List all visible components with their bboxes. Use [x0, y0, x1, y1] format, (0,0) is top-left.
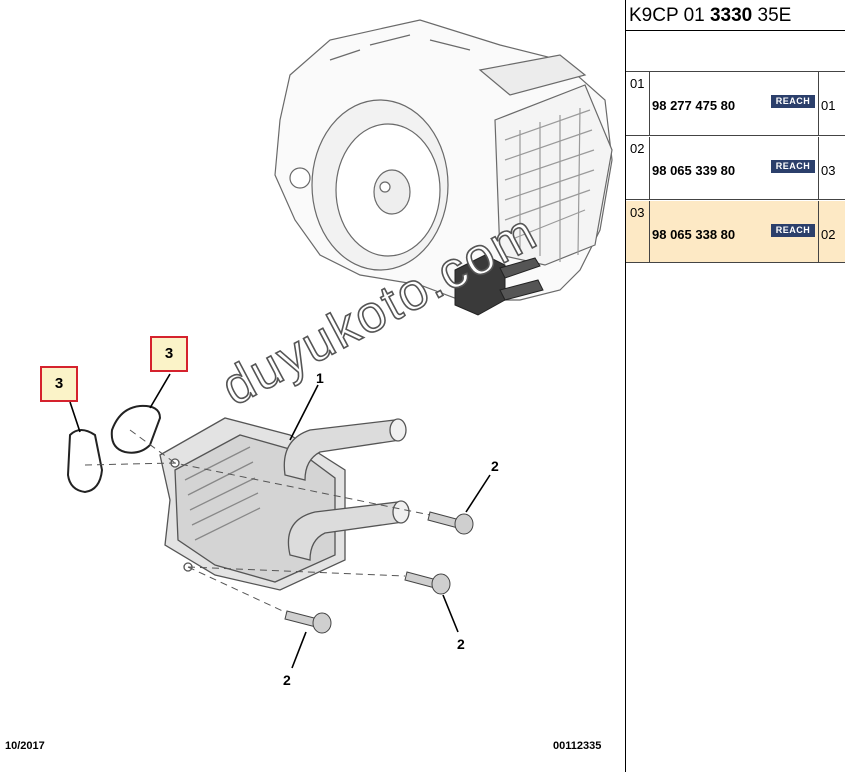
part-row[interactable]: 02 98 065 339 80 REACH 03 [626, 137, 845, 200]
leader-lines [69, 373, 491, 669]
row-divider [649, 72, 650, 135]
row-divider [818, 72, 819, 135]
reference-suffix: 35E [752, 5, 792, 26]
footer-date: 10/2017 [5, 740, 45, 752]
row-divider [818, 137, 819, 199]
part-quantity: 03 [821, 163, 836, 178]
diagram-drawing [66, 19, 613, 669]
o-ring-left [66, 429, 104, 494]
blank-row [626, 31, 845, 72]
callout-2-bottom: 2 [283, 672, 291, 688]
part-number[interactable]: 98 065 338 80 [652, 227, 736, 242]
part-row-selected[interactable]: 03 98 065 338 80 REACH 02 [626, 201, 845, 263]
o-ring-right [110, 404, 162, 454]
part-quantity: 01 [821, 98, 836, 113]
gearbox-illustration [274, 19, 613, 301]
oil-cooler-illustration [159, 417, 410, 591]
bolt-top [427, 511, 474, 535]
mounted-cooler-detail [454, 254, 544, 316]
part-quantity: 02 [821, 227, 836, 242]
part-row[interactable]: 01 98 277 475 80 REACH 01 [626, 72, 845, 136]
o-ring-seals [66, 404, 162, 494]
part-index: 01 [630, 76, 645, 91]
part-index: 03 [630, 205, 645, 220]
row-divider [649, 137, 650, 199]
panel-divider [625, 0, 626, 772]
part-number[interactable]: 98 065 339 80 [652, 163, 736, 178]
reach-badge: REACH [771, 95, 815, 108]
callout-2-middle: 2 [457, 636, 465, 652]
reach-badge: REACH [771, 224, 815, 237]
reference-prefix: K9CP 01 [629, 5, 710, 26]
bolt-bottom [284, 610, 332, 634]
reference-group: 3330 [709, 5, 753, 26]
parts-panel: K9CP 01 3330 35E 01 98 277 475 80 REACH … [626, 0, 845, 772]
exploded-diagram: 3 3 1 2 2 2 duyukoto.com 10/2017 0011233… [5, 19, 613, 752]
callout-1: 1 [316, 370, 324, 386]
callout-3-right: 3 [150, 336, 188, 372]
footer-code: 00112335 [553, 740, 602, 752]
alignment-lines [84, 429, 431, 614]
reach-badge: REACH [771, 160, 815, 173]
row-divider [649, 201, 650, 262]
part-index: 02 [630, 141, 645, 156]
bolt-middle [404, 571, 451, 595]
part-number[interactable]: 98 277 475 80 [652, 98, 736, 113]
callout-3-left: 3 [40, 366, 78, 402]
callout-2-top: 2 [491, 458, 499, 474]
bolts [284, 511, 474, 634]
reference-header: K9CP 01 3330 35E [626, 0, 845, 31]
row-divider [818, 201, 819, 262]
